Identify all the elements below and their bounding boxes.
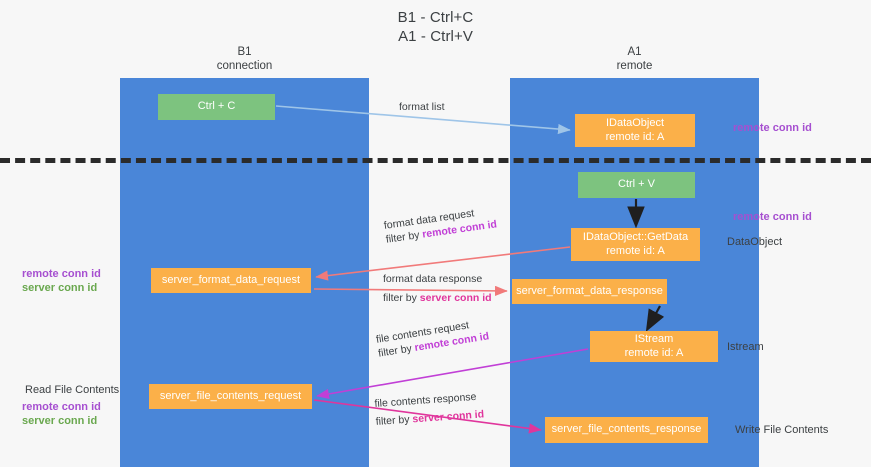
fdresp-filter-prefix: filter by [383, 292, 420, 304]
node-idataobject-subtitle: remote id: A [605, 130, 665, 143]
annotation-left-server-conn-id: server conn id [22, 281, 98, 294]
fcresp-filter-prefix: filter by [375, 413, 413, 428]
node-istream[interactable]: IStream remote id: A [590, 331, 718, 362]
edge-label-file-contents-request: file contents request filter by remote c… [375, 315, 490, 360]
node-server-file-contents-request[interactable]: server_file_contents_request [149, 384, 312, 409]
title-line-1: B1 - Ctrl+C [397, 9, 474, 26]
column-header-right: A1 remote [510, 45, 759, 73]
node-server-file-contents-request-label: server_file_contents_request [159, 389, 302, 402]
node-server-file-contents-response-label: server_file_contents_response [551, 423, 702, 436]
node-server-format-data-response[interactable]: server_format_data_response [512, 279, 667, 304]
node-ctrl-v[interactable]: Ctrl + V [578, 172, 695, 198]
annotation-remote-conn-id-mid: remote conn id [733, 211, 812, 223]
node-idataobject-title: IDataObject [605, 117, 665, 129]
node-server-file-contents-response[interactable]: server_file_contents_response [545, 417, 708, 443]
fcresp-filter-key: server conn id [412, 408, 485, 426]
annotation-left-conn-ids-upper: remote conn id server conn id [22, 268, 101, 295]
node-server-format-data-request-label: server_format_data_request [161, 273, 301, 286]
edge-label-file-contents-response: file contents response filter by server … [374, 389, 485, 428]
annotation-dataobject: DataObject [727, 236, 783, 248]
edge-label-fdresp-filter: filter by server conn id [383, 291, 492, 305]
edge-label-format-data-response: format data response filter by server co… [383, 272, 492, 305]
annotation-left-conn-ids-lower: remote conn id server conn id [22, 401, 101, 428]
page-title: B1 - Ctrl+C A1 - Ctrl+V [0, 8, 871, 46]
edge-label-format-data-request: format data request filter by remote con… [383, 203, 498, 246]
node-server-format-data-response-label: server_format_data_response [516, 284, 663, 297]
column-left-name: B1 [237, 46, 252, 58]
title-line-2: A1 - Ctrl+V [398, 28, 473, 45]
annotation-left-server-conn-id-2: server conn id [22, 414, 98, 427]
edge-label-fcresp-filter: filter by server conn id [375, 407, 484, 429]
node-getdata-title: IDataObject::GetData [582, 231, 689, 243]
annotation-left-remote-conn-id: remote conn id [22, 268, 101, 280]
annotation-write-file-contents: Write File Contents [735, 424, 829, 436]
column-right-name: A1 [627, 46, 642, 58]
node-istream-title: IStream [634, 333, 674, 345]
fdresp-filter-key: server conn id [419, 292, 492, 304]
column-left-role: connection [216, 60, 273, 72]
annotation-istream: Istream [727, 341, 764, 353]
annotation-remote-conn-id-top: remote conn id [733, 122, 812, 134]
annotation-left-remote-conn-id-2: remote conn id [22, 401, 101, 413]
node-ctrl-c[interactable]: Ctrl + C [158, 94, 275, 120]
edge-label-format-list: format list [399, 100, 445, 114]
node-idataobject[interactable]: IDataObject remote id: A [575, 114, 695, 147]
node-ctrl-v-label: Ctrl + V [618, 178, 655, 191]
edge-label-format-list-text: format list [399, 101, 445, 113]
node-getdata-subtitle: remote id: A [606, 244, 665, 257]
column-header-left: B1 connection [120, 45, 369, 73]
node-ctrl-c-label: Ctrl + C [197, 100, 236, 113]
fdreq-filter-prefix: filter by [385, 228, 424, 246]
column-right-role: remote [616, 60, 653, 72]
node-istream-subtitle: remote id: A [624, 346, 684, 359]
node-idataobject-getdata[interactable]: IDataObject::GetData remote id: A [571, 228, 700, 261]
node-server-format-data-request[interactable]: server_format_data_request [151, 268, 311, 293]
edge-label-fdresp-main: format data response [383, 273, 483, 285]
phase-divider [0, 158, 871, 163]
annotation-read-file-contents: Read File Contents [25, 384, 120, 396]
